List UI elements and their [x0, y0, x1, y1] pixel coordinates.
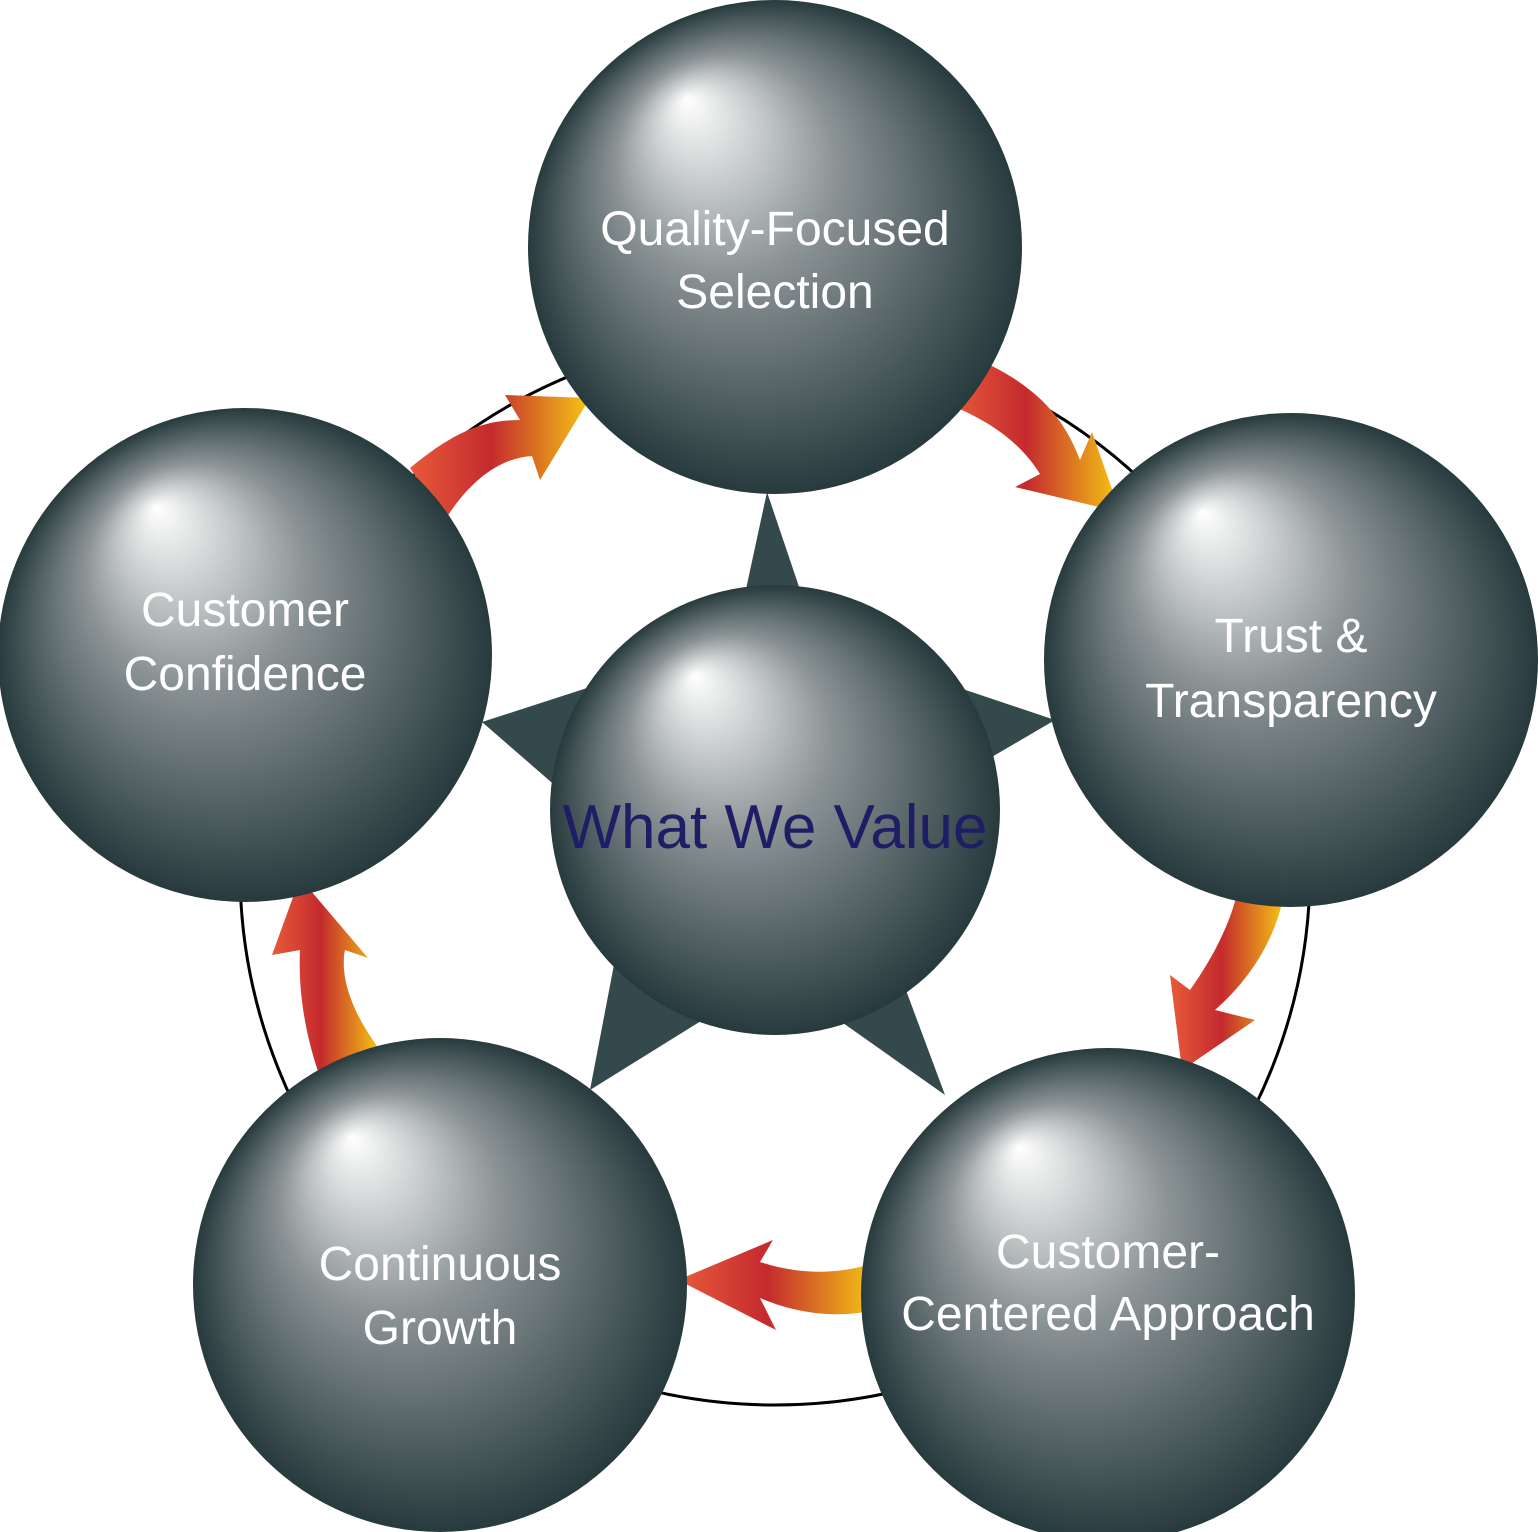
center-title: What We Value: [562, 793, 987, 862]
sphere-center: [550, 585, 1000, 1035]
node-label-line: Selection: [676, 266, 873, 319]
node-label-line: Confidence: [124, 648, 367, 701]
arrow-quality-to-trust: [950, 365, 1120, 512]
sphere-trust: [1044, 413, 1538, 907]
node-label-line: Transparency: [1145, 675, 1437, 728]
node-label-line: Quality-Focused: [600, 203, 949, 256]
flow-arrows: [272, 365, 1285, 1330]
arrow-trust-to-customer-centered: [1170, 878, 1285, 1070]
node-label-line: Customer: [141, 584, 349, 637]
node-customer-centered: Customer- Centered Approach: [861, 1048, 1355, 1532]
node-trust: Trust & Transparency: [1044, 413, 1538, 907]
arrow-confidence-to-quality: [410, 395, 590, 520]
node-label-line: Centered Approach: [901, 1288, 1315, 1341]
sphere-growth: [193, 1038, 687, 1532]
sphere-quality: [528, 0, 1022, 494]
arrow-growth-to-confidence: [272, 878, 380, 1077]
node-label-line: Customer-: [996, 1226, 1220, 1279]
arrow-customer-centered-to-growth: [678, 1240, 876, 1330]
sphere-customer-centered: [861, 1048, 1355, 1532]
node-label-line: Trust &: [1215, 610, 1368, 663]
node-label-line: Growth: [363, 1302, 518, 1355]
sphere-confidence: [0, 408, 492, 902]
node-label-line: Continuous: [319, 1238, 562, 1291]
